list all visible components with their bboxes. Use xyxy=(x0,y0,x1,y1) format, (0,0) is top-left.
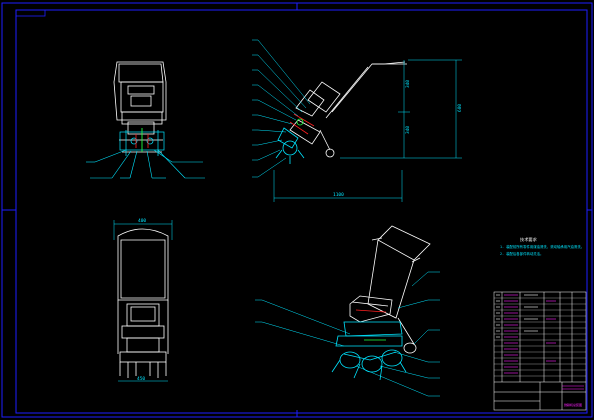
dim-side-height-total: 680 xyxy=(457,104,463,112)
dim-top-width: 400 xyxy=(138,218,146,224)
notes-heading: 技术要求 xyxy=(520,236,538,243)
parts-list-table xyxy=(493,291,587,411)
front-view xyxy=(86,61,205,179)
dim-top-base: 450 xyxy=(137,376,145,382)
parts-list-rows xyxy=(494,297,586,377)
tiller-icon xyxy=(255,225,440,397)
dim-side-height-upper: 340 xyxy=(405,80,411,88)
technical-notes: 技术要求 1. 装配前所有零件用煤油清洗，滚动轴承用汽油清洗。 2. 装配后各部… xyxy=(500,236,584,256)
dim-side-height-lower: 340 xyxy=(405,126,411,134)
notes-line-2: 2. 装配后各部件转动灵活。 xyxy=(500,251,543,256)
title-block-drawing-title: 微耕机总装图 xyxy=(564,402,582,407)
parts-list-fill xyxy=(496,294,584,390)
notes-line-1: 1. 装配前所有零件用煤油清洗，滚动轴承用汽油清洗。 xyxy=(500,244,584,249)
dim-side-length: 1100 xyxy=(333,192,344,198)
side-view xyxy=(252,39,462,202)
top-view xyxy=(113,220,173,382)
